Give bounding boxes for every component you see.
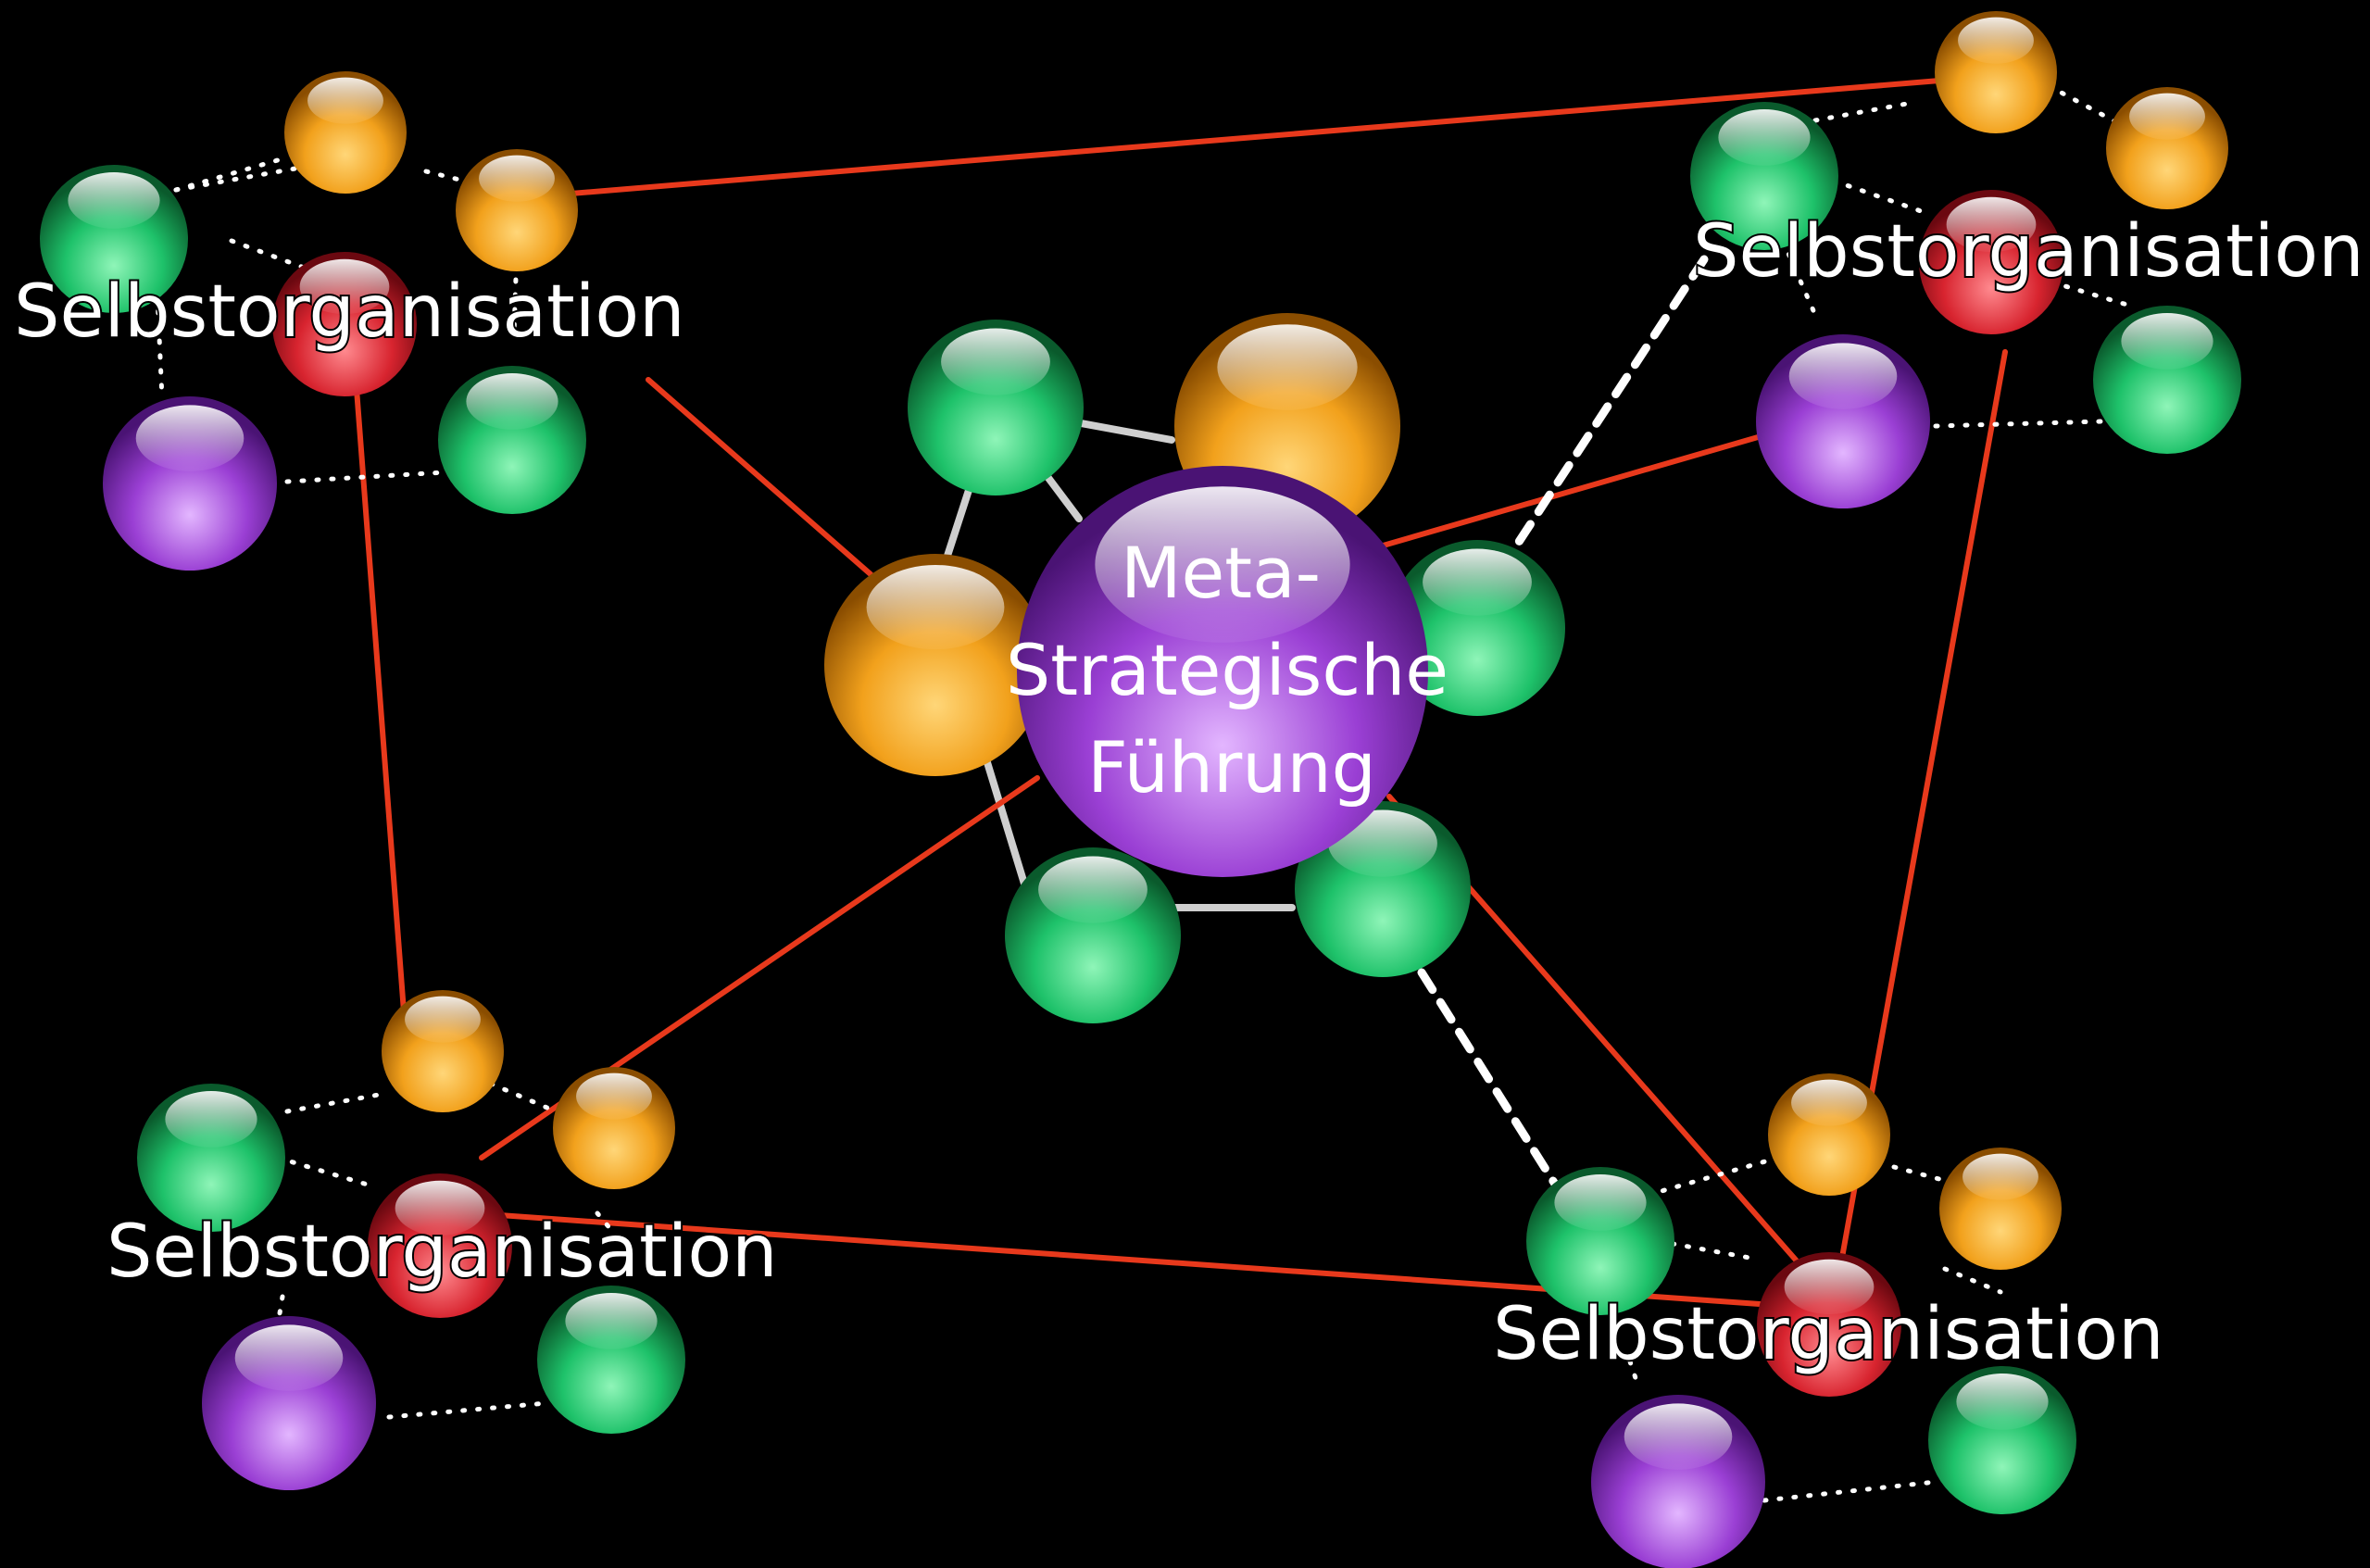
dotted-connector <box>155 294 165 401</box>
green-sphere <box>137 1084 285 1232</box>
red-sphere <box>368 1173 512 1318</box>
dotted-connector <box>1933 419 2105 429</box>
orange-sphere <box>284 71 407 194</box>
orange-sphere <box>553 1067 675 1189</box>
green-sphere <box>537 1286 685 1434</box>
green-sphere <box>1005 847 1181 1023</box>
purple-sphere <box>202 1316 376 1490</box>
dotted-connector <box>173 164 308 193</box>
center-label-line-2: Strategische <box>1006 629 1448 711</box>
dotted-connector <box>1942 1266 2003 1295</box>
orange-sphere <box>824 554 1047 776</box>
orange-sphere <box>382 990 504 1112</box>
link-line <box>405 1206 1762 1307</box>
dotted-connector <box>284 470 447 484</box>
red-sphere <box>1757 1252 1901 1397</box>
center-label-line-1: Meta- <box>1121 532 1321 614</box>
dotted-connector <box>1812 99 1920 123</box>
dotted-connector <box>1655 1238 1762 1262</box>
purple-sphere <box>1756 334 1930 508</box>
red-sphere <box>272 252 417 396</box>
cluster-label-bottom-right: Selbstorganisation <box>1493 1293 2164 1376</box>
purple-sphere <box>103 396 277 571</box>
dotted-connector <box>275 1155 373 1188</box>
orange-sphere <box>456 149 578 271</box>
dotted-connector <box>386 1400 549 1420</box>
orange-sphere <box>1935 11 2057 133</box>
dashed-link <box>1417 968 1561 1190</box>
dotted-connector <box>1627 1359 1642 1392</box>
dotted-connector <box>284 1090 392 1114</box>
dotted-connector <box>1780 238 1818 318</box>
link-line <box>646 377 873 577</box>
purple-sphere <box>1591 1395 1765 1568</box>
link-line <box>534 73 1999 199</box>
dotted-connector <box>1762 1479 1938 1503</box>
dotted-connector <box>173 155 290 193</box>
cluster-label-bottom-left: Selbstorganisation <box>107 1210 778 1294</box>
dashed-link <box>1514 255 1709 546</box>
orange-sphere <box>1768 1073 1890 1196</box>
cluster-label-top-left: Selbstorganisation <box>14 270 685 354</box>
center-sphere <box>1017 466 1428 877</box>
orange-sphere <box>2106 87 2228 209</box>
dotted-connector <box>595 1210 623 1244</box>
green-sphere <box>1526 1167 1674 1315</box>
center-label: Meta- Strategische Führung <box>1006 532 1448 809</box>
dotted-connector <box>488 1081 558 1114</box>
link-line <box>354 386 410 1063</box>
green-sphere <box>2093 306 2241 454</box>
green-sphere <box>1928 1366 2076 1514</box>
center-label-line-3: Führung <box>1087 726 1376 809</box>
green-sphere <box>1389 540 1565 716</box>
cluster-labels: Selbstorganisation Selbstorganisation Se… <box>12 208 2366 1378</box>
red-sphere <box>1919 190 2063 334</box>
link-line <box>1377 433 1767 549</box>
green-sphere <box>438 366 586 514</box>
dotted-connector <box>275 1294 285 1327</box>
green-sphere <box>908 320 1084 495</box>
spheres <box>40 11 2241 1568</box>
orange-sphere <box>1939 1148 2062 1270</box>
green-sphere <box>1690 102 1838 250</box>
green-sphere <box>40 165 188 313</box>
cluster-label-top-right: Selbstorganisation <box>1693 210 2364 294</box>
